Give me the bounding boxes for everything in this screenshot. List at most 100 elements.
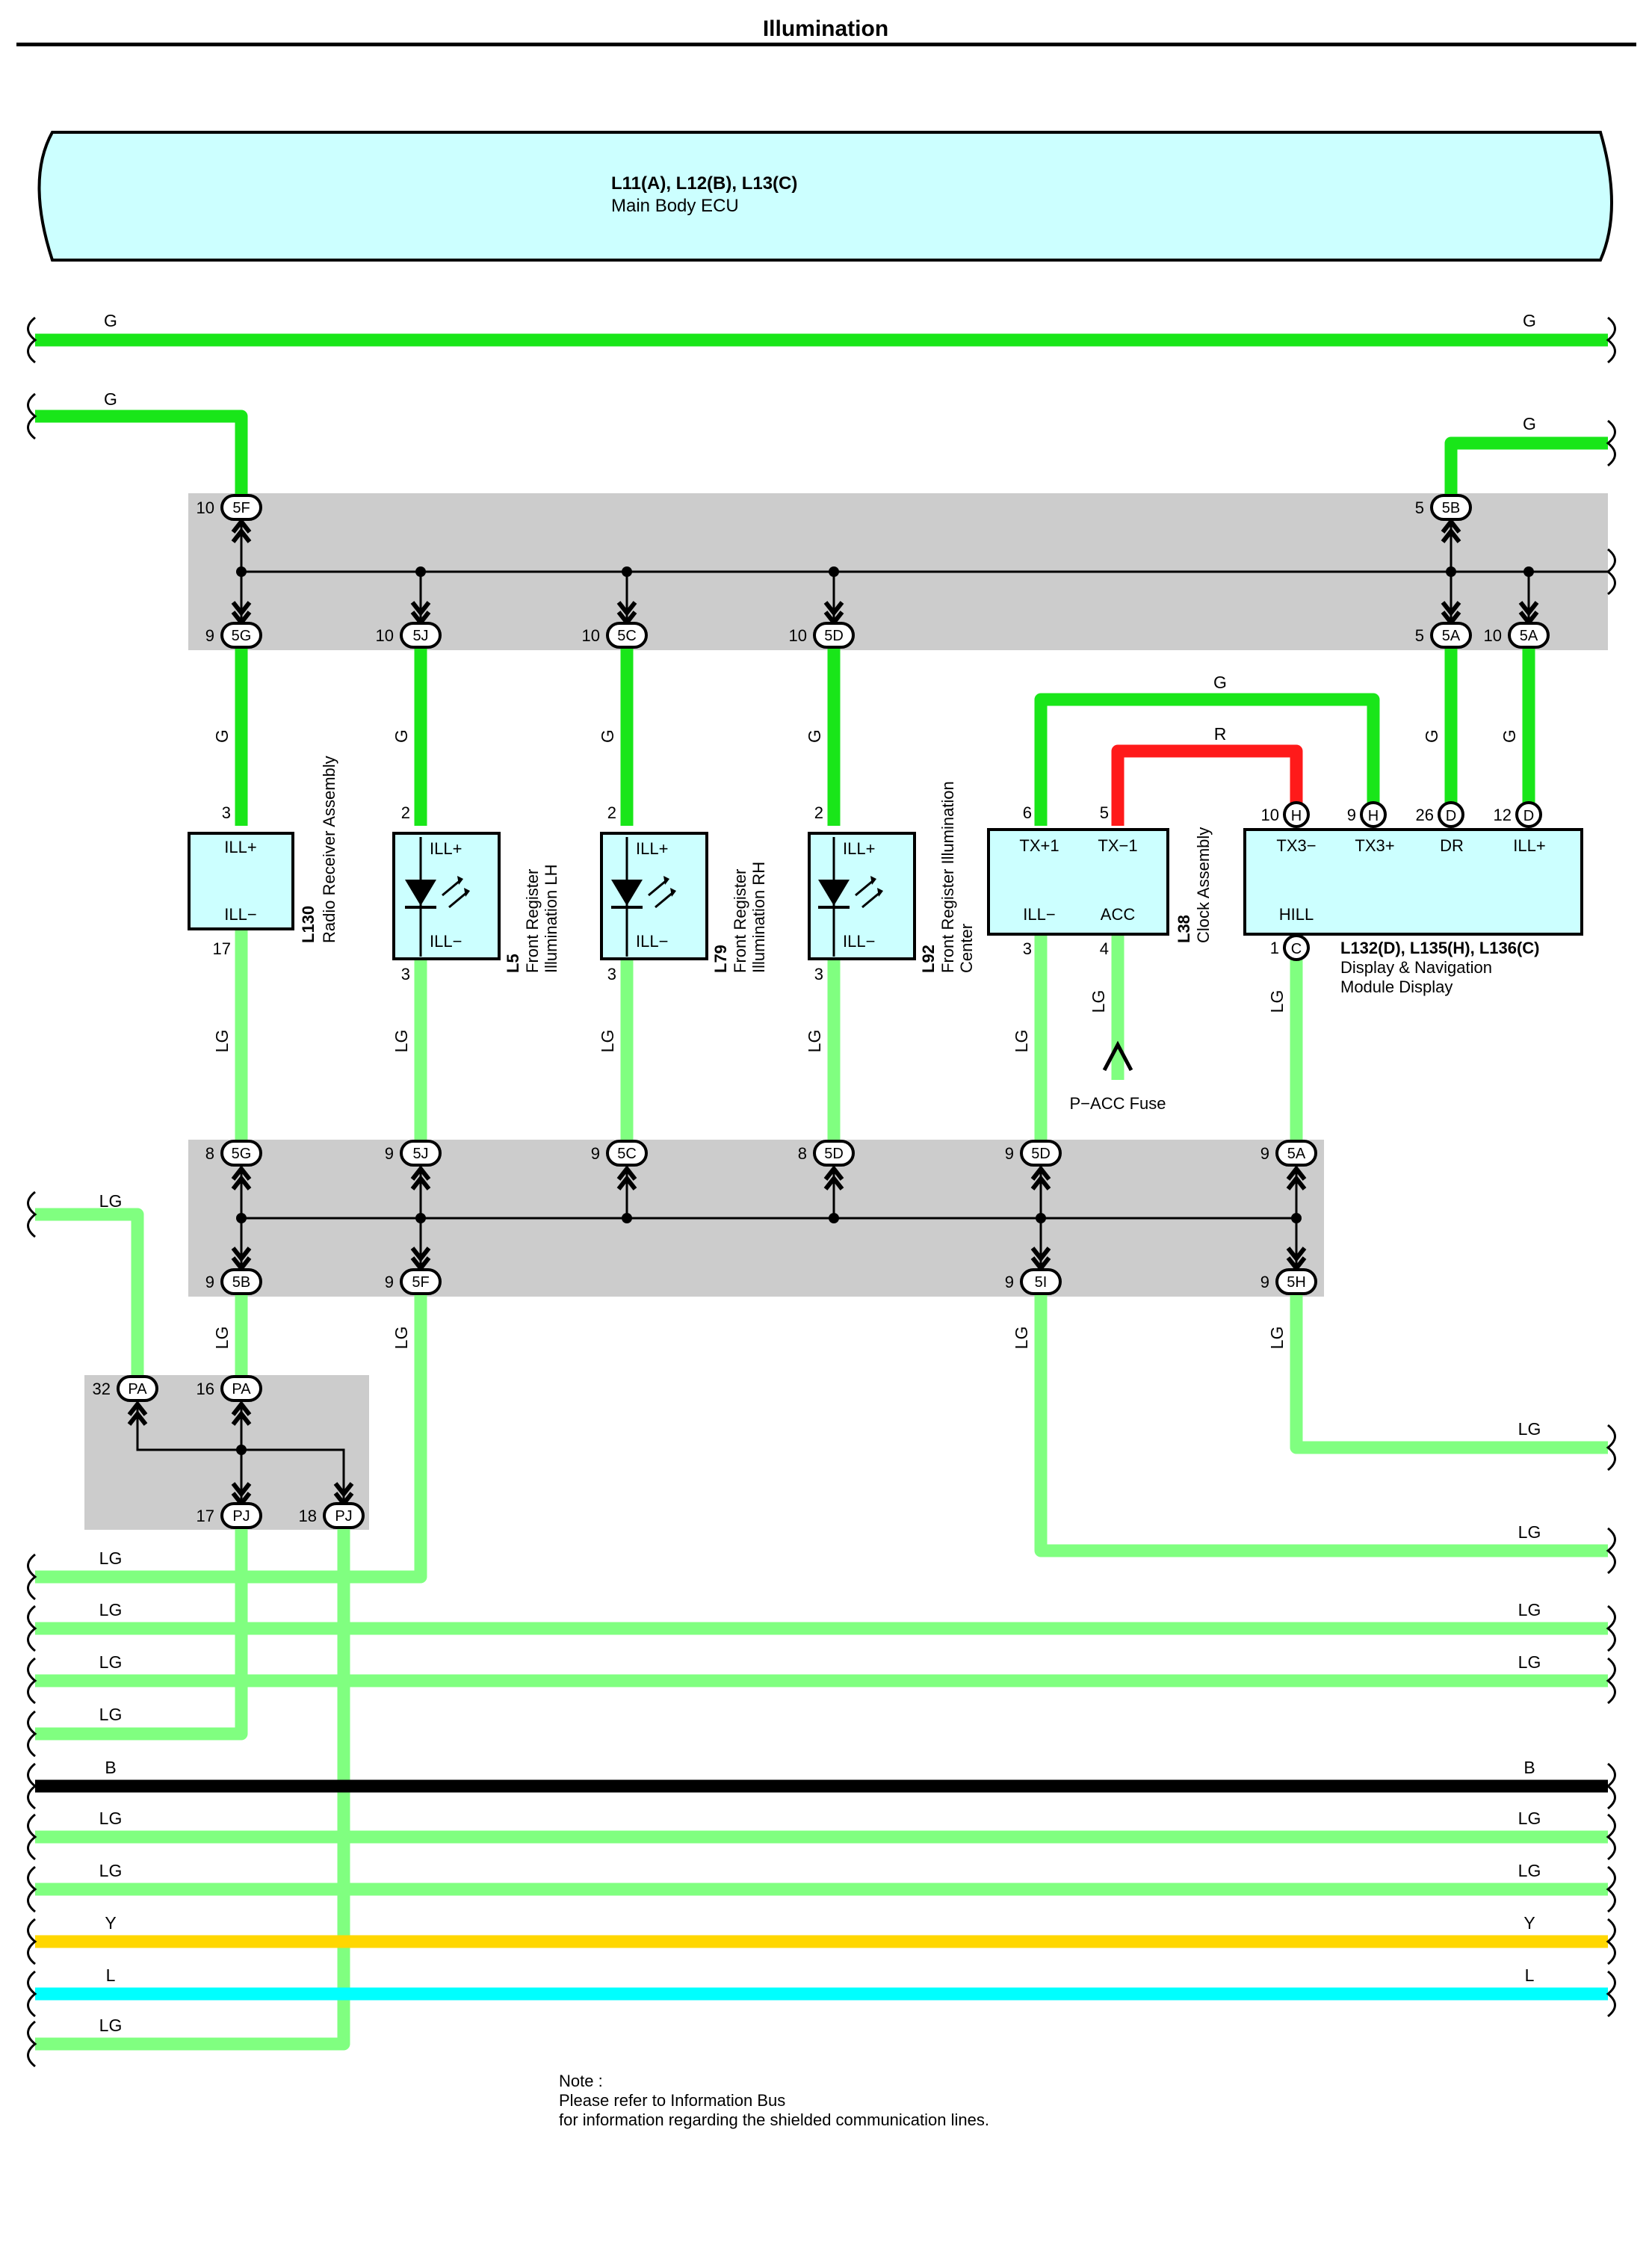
wl-v-g-l130: G [212, 729, 232, 743]
wl-lg-5i: LG [1518, 1522, 1541, 1542]
wl-v-lg-l92: LG [805, 1030, 824, 1053]
pin-l38-6: 6 [1023, 803, 1032, 822]
pin-5d-8: 8 [798, 1144, 807, 1163]
wl-v-lg-l79: LG [598, 1030, 617, 1053]
pin-5j-10: 10 [376, 626, 394, 645]
pin-l130-3: 3 [222, 803, 231, 822]
pin-l5-3: 3 [401, 965, 410, 983]
l38-tx1-minus: TX−1 [1098, 836, 1137, 855]
wl-g-tx: G [1213, 673, 1227, 692]
wl-lg-t3-left: LG [99, 1809, 123, 1828]
conn-pa-32: PA [128, 1381, 147, 1398]
wire-r-tx [1111, 744, 1303, 826]
wl-lg-pj17: LG [99, 1705, 123, 1724]
conn-5d-lower-b: 5D [1031, 1146, 1051, 1162]
conn-h-tx3p: H [1368, 808, 1379, 824]
l130-name: Radio Receiver Assembly [320, 756, 338, 943]
pin-5a-9: 9 [1260, 1144, 1269, 1163]
l92-name1: Front Register Illumination [938, 781, 957, 973]
wl-y-right: Y [1523, 1913, 1535, 1933]
l38-name: Clock Assembly [1194, 827, 1213, 943]
title-rule [16, 43, 1636, 46]
pin-l38-4: 4 [1100, 939, 1109, 958]
note-line-3: for information regarding the shielded c… [559, 2110, 989, 2129]
pin-5a-5: 5 [1415, 626, 1424, 645]
note-line-2: Please refer to Information Bus [559, 2091, 785, 2110]
wl-lg-t4-right: LG [1518, 1861, 1541, 1880]
pin-disp-9: 9 [1347, 806, 1356, 824]
wl-lg-t1-right: LG [1518, 1600, 1541, 1619]
pin-l38-5: 5 [1100, 803, 1109, 822]
conn-pa-16: PA [232, 1381, 251, 1398]
pin-5b-5: 5 [1415, 498, 1424, 517]
conn-5a-upper-b: 5A [1520, 628, 1538, 644]
wl-v-g-ill: G [1500, 729, 1519, 743]
l130-ill-minus: ILL− [224, 905, 256, 924]
l79-ill-plus: ILL+ [636, 839, 668, 858]
l130-code: L130 [299, 906, 318, 943]
pin-l92-2: 2 [814, 803, 823, 822]
conn-5j-upper: 5J [412, 628, 428, 644]
wl-r-tx: R [1214, 724, 1227, 744]
wl-lg-t4-left: LG [99, 1861, 123, 1880]
conn-5b-top: 5B [1442, 500, 1460, 516]
fuse-label: P−ACC Fuse [1070, 1094, 1166, 1113]
conn-5j-lower: 5J [412, 1146, 428, 1162]
wl-v-lg-acc: LG [1089, 990, 1108, 1013]
wl-v-lg-5f: LG [392, 1327, 411, 1350]
conn-c-hill: C [1291, 941, 1302, 957]
disp-name2: Module Display [1340, 978, 1453, 996]
junction-internal-wiring [136, 523, 1608, 1502]
disp-hill: HILL [1279, 905, 1314, 924]
l79-code: L79 [711, 945, 730, 973]
ecu-name: Main Body ECU [611, 196, 739, 216]
pin-5j-9: 9 [385, 1144, 394, 1163]
pin-l38-3: 3 [1023, 939, 1032, 958]
disp-tx3-minus: TX3− [1276, 836, 1316, 855]
pin-l79-3: 3 [607, 965, 616, 983]
l5-code: L5 [504, 954, 522, 973]
pin-pj-18: 18 [299, 1507, 317, 1525]
disp-name1: Display & Navigation [1340, 958, 1492, 977]
conn-h-tx3m: H [1291, 808, 1302, 824]
wl-y-left: Y [105, 1913, 116, 1933]
wire-lg-5h-right [1290, 1293, 1608, 1454]
wire-g-tx [1034, 693, 1380, 826]
wl-v-g-dr: G [1422, 729, 1441, 743]
l5-ill-minus: ILL− [430, 932, 462, 951]
wl-lg-t2-left: LG [99, 1652, 123, 1672]
wire-lg-pj18-left [35, 1525, 350, 2051]
l38-acc: ACC [1101, 905, 1136, 924]
pin-l79-2: 2 [607, 803, 616, 822]
component-l92: ILL+ ILL− [808, 832, 916, 960]
component-l130: ILL+ ILL− [188, 832, 294, 930]
wl-v-g-l79: G [598, 729, 617, 743]
wl-l-right: L [1525, 1965, 1535, 1985]
wire-lg-5f-left [35, 1293, 427, 1584]
pin-5f-9: 9 [385, 1273, 394, 1291]
conn-d-ill: D [1523, 808, 1534, 824]
l92-ill-minus: ILL− [843, 932, 875, 951]
disp-code: L132(D), L135(H), L136(C) [1340, 939, 1540, 957]
pin-5g-9: 9 [205, 626, 214, 645]
conn-5b-lower: 5B [232, 1274, 250, 1291]
conn-5d-upper: 5D [824, 628, 844, 644]
wire-group [35, 333, 1608, 2051]
component-l5: ILL+ ILL− [392, 832, 501, 960]
wire-lg-pj17-left [35, 1525, 248, 1741]
conn-5a-lower: 5A [1287, 1146, 1306, 1162]
l79-name2: Illumination RH [749, 862, 768, 973]
pin-5a-10: 10 [1484, 626, 1502, 645]
conn-5c-lower: 5C [617, 1146, 637, 1162]
ecu-code: L11(A), L12(B), L13(C) [611, 173, 797, 194]
wl-lg-pa: LG [99, 1191, 123, 1211]
pin-pj-17: 17 [197, 1507, 214, 1525]
wl-g-top-left: G [104, 311, 117, 330]
wl-l-left: L [106, 1965, 116, 1985]
conn-5f-lower: 5F [412, 1274, 429, 1291]
wl-g-right: G [1523, 414, 1536, 433]
l79-ill-minus: ILL− [636, 932, 668, 951]
wl-lg-5f: LG [99, 1548, 123, 1568]
disp-tx3-plus: TX3+ [1355, 836, 1394, 855]
pin-5c-10: 10 [582, 626, 600, 645]
